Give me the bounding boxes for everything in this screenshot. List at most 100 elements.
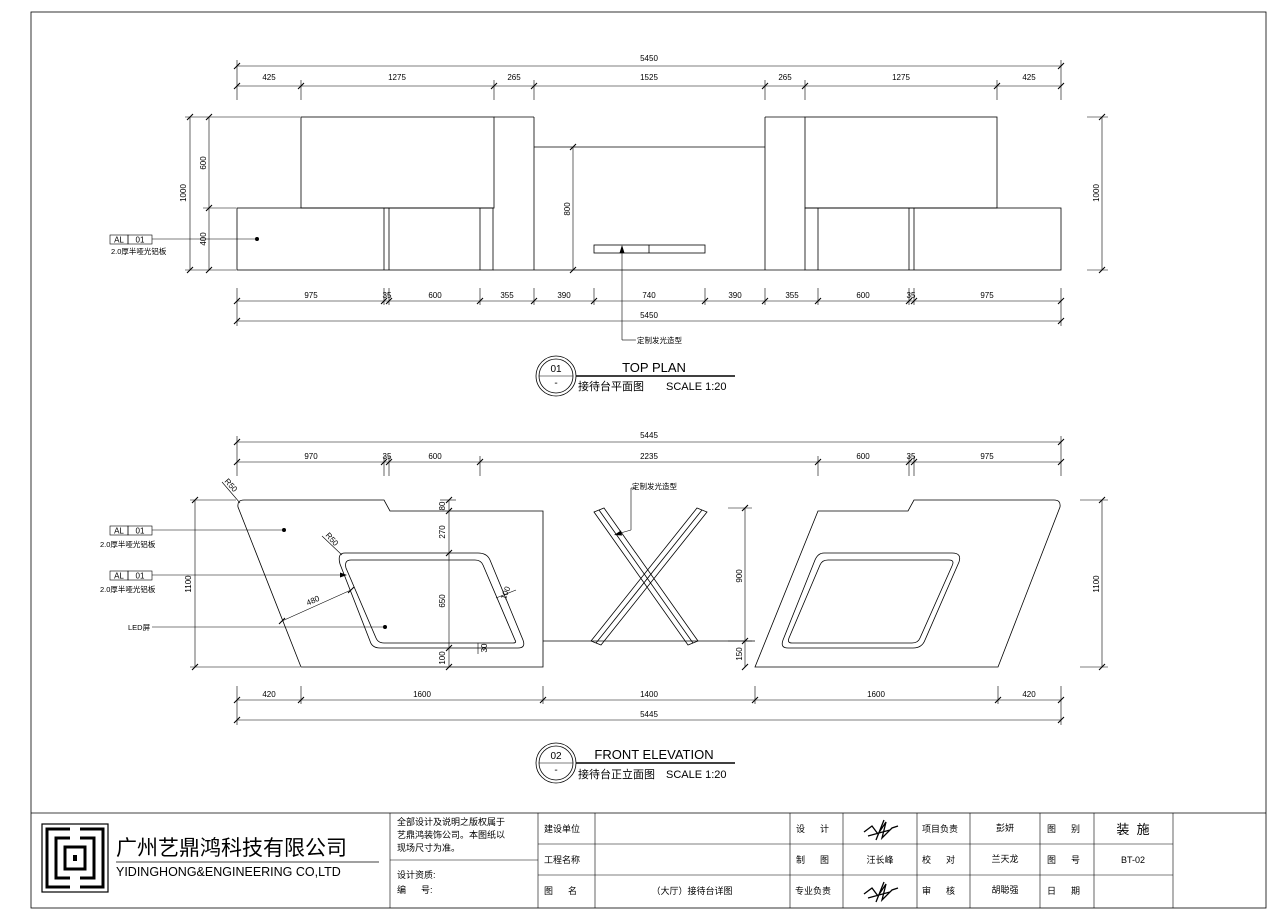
light-note: 定制发光造型 bbox=[632, 481, 677, 491]
front-elevation-led-note: LED屏 bbox=[128, 623, 387, 632]
lead-label: 专业负责 bbox=[795, 885, 831, 896]
dim-label: 420 bbox=[1022, 690, 1036, 699]
dim-label: 265 bbox=[778, 73, 792, 82]
top-plan: 5450 425 1275 265 1525 265 1275 425 bbox=[109, 54, 1108, 397]
dim-label: 270 bbox=[438, 525, 447, 539]
dim-label: 1400 bbox=[640, 690, 658, 699]
front-elevation-dims-top: 5445 970 35 600 2235 600 35 975 bbox=[233, 431, 1065, 476]
category-label: 图 别 bbox=[1047, 824, 1080, 834]
dim-label: 265 bbox=[507, 73, 521, 82]
dim-label: 35 bbox=[907, 452, 916, 461]
check-label: 校 对 bbox=[922, 854, 955, 865]
dim-label: 600 bbox=[199, 156, 208, 170]
tag-number: 01 bbox=[136, 572, 145, 581]
title-cn: 接待台正立面图 bbox=[578, 767, 655, 781]
number-value: BT-02 bbox=[1121, 855, 1145, 865]
front-elevation-right-panel bbox=[754, 499, 1061, 668]
company-logo bbox=[41, 823, 109, 893]
pm-label: 项目负责 bbox=[922, 823, 958, 834]
radius-inner: R50 bbox=[324, 531, 341, 548]
client-label: 建设单位 bbox=[544, 823, 580, 834]
drawing-name-label: 图 名 bbox=[544, 885, 577, 896]
dim-label: 650 bbox=[438, 594, 447, 608]
number-label: 图 号 bbox=[1047, 855, 1080, 865]
dim-label: 390 bbox=[557, 291, 571, 300]
dim-label: 970 bbox=[304, 452, 318, 461]
front-elevation-tag-1: AL 01 2.0厚半哑光铝板 bbox=[100, 525, 286, 549]
dim-label: 1100 bbox=[184, 575, 193, 593]
dim-label: 355 bbox=[500, 291, 514, 300]
tag-code: AL bbox=[114, 527, 124, 536]
front-elevation-dim-right: 1100 bbox=[1080, 496, 1108, 671]
draft-label: 制 图 bbox=[796, 854, 829, 865]
dim-label: 35 bbox=[383, 452, 392, 461]
dim-label: 150 bbox=[735, 647, 744, 661]
tag-code: AL bbox=[114, 236, 124, 245]
dim-label: 2235 bbox=[640, 452, 658, 461]
category-value: 装 施 bbox=[1116, 822, 1149, 837]
top-plan-material-tag: AL 01 2.0厚半哑光铝板 bbox=[109, 234, 259, 256]
front-elevation-dims-bottom: 420 1600 1400 1600 420 5445 bbox=[233, 686, 1065, 725]
title-cn: 接待台平面图 bbox=[578, 379, 644, 393]
company-name-cn: 广州艺鼎鸿科技有限公司 bbox=[116, 837, 347, 860]
dim-label: 1525 bbox=[640, 73, 658, 82]
light-note: 定制发光造型 bbox=[637, 335, 682, 345]
dim-label: 1600 bbox=[867, 690, 885, 699]
title-en: TOP PLAN bbox=[622, 360, 686, 375]
sheet-border bbox=[30, 11, 1267, 909]
tag-code: AL bbox=[114, 572, 124, 581]
front-elevation-radius-notes: R50 R50 bbox=[221, 477, 343, 556]
front-elevation-dims-inner: 80 270 650 100 30 100 480 900 150 bbox=[278, 496, 752, 671]
top-plan-title: 01 - TOP PLAN 接待台平面图 SCALE 1:20 bbox=[535, 355, 735, 397]
dim-label: 35 bbox=[907, 291, 916, 300]
dim-label: 740 bbox=[642, 291, 656, 300]
dim-label: 390 bbox=[728, 291, 742, 300]
front-elevation-x-light bbox=[543, 507, 755, 646]
dim-label: 1000 bbox=[1092, 184, 1101, 202]
dim-label: 80 bbox=[438, 501, 447, 510]
dim-overall-bottom: 5445 bbox=[640, 710, 658, 719]
top-plan-light-leader: 定制发光造型 bbox=[619, 245, 682, 345]
dim-label: 30 bbox=[480, 643, 489, 652]
tag-note: 2.0厚半哑光铝板 bbox=[111, 246, 167, 256]
top-plan-outline bbox=[236, 116, 1062, 271]
dim-label: 420 bbox=[262, 690, 276, 699]
top-plan-dim-center: 800 bbox=[563, 143, 577, 274]
code-label: 编 号: bbox=[397, 884, 433, 895]
front-elevation-left-panel bbox=[237, 499, 544, 668]
tag-number: 01 bbox=[136, 236, 145, 245]
review-label: 审 核 bbox=[922, 885, 955, 896]
top-plan-dims-top: 5450 425 1275 265 1525 265 1275 425 bbox=[233, 54, 1065, 100]
title-number: 02 bbox=[550, 751, 562, 762]
dim-label: 975 bbox=[980, 452, 994, 461]
dim-label: 425 bbox=[262, 73, 276, 82]
qualification-label: 设计资质: bbox=[397, 869, 436, 880]
top-plan-dims-right: 1000 bbox=[1087, 113, 1108, 274]
copyright-line-2: 艺鼎鸿装饰公司。本图纸以 bbox=[397, 829, 505, 840]
dim-overall-top: 5450 bbox=[640, 54, 658, 63]
front-elevation-dim-left: 1100 bbox=[184, 496, 300, 671]
copyright-line-3: 现场尺寸为准。 bbox=[397, 842, 460, 853]
dim-overall-bottom: 5450 bbox=[640, 311, 658, 320]
dim-label: 355 bbox=[785, 291, 799, 300]
date-label: 日 期 bbox=[1047, 886, 1080, 896]
title-sub: - bbox=[554, 765, 557, 776]
tag-note: 2.0厚半哑光铝板 bbox=[100, 539, 156, 549]
top-plan-dims-left: 600 400 1000 bbox=[179, 113, 300, 274]
review-name: 胡聪强 bbox=[991, 884, 1018, 895]
top-plan-dims-bottom: 975 35 600 355 390 740 390 355 600 35 97… bbox=[233, 288, 1065, 326]
drawing-name: （大厅）接待台详图 bbox=[651, 885, 732, 896]
dim-label: 600 bbox=[856, 452, 870, 461]
tag-number: 01 bbox=[136, 527, 145, 536]
design-label: 设 计 bbox=[796, 823, 829, 834]
dim-label: 975 bbox=[980, 291, 994, 300]
dim-label: 100 bbox=[438, 651, 447, 665]
title-block: 广州艺鼎鸿科技有限公司 YIDINGHONG&ENGINEERING CO,LT… bbox=[31, 812, 1266, 908]
dim-overall-top: 5445 bbox=[640, 431, 658, 440]
title-sub: - bbox=[554, 378, 557, 389]
front-elevation-title: 02 - FRONT ELEVATION 接待台正立面图 SCALE 1:20 bbox=[535, 742, 735, 784]
dim-label: 600 bbox=[428, 291, 442, 300]
project-label: 工程名称 bbox=[544, 854, 580, 865]
pm-name: 彭妍 bbox=[996, 822, 1014, 833]
